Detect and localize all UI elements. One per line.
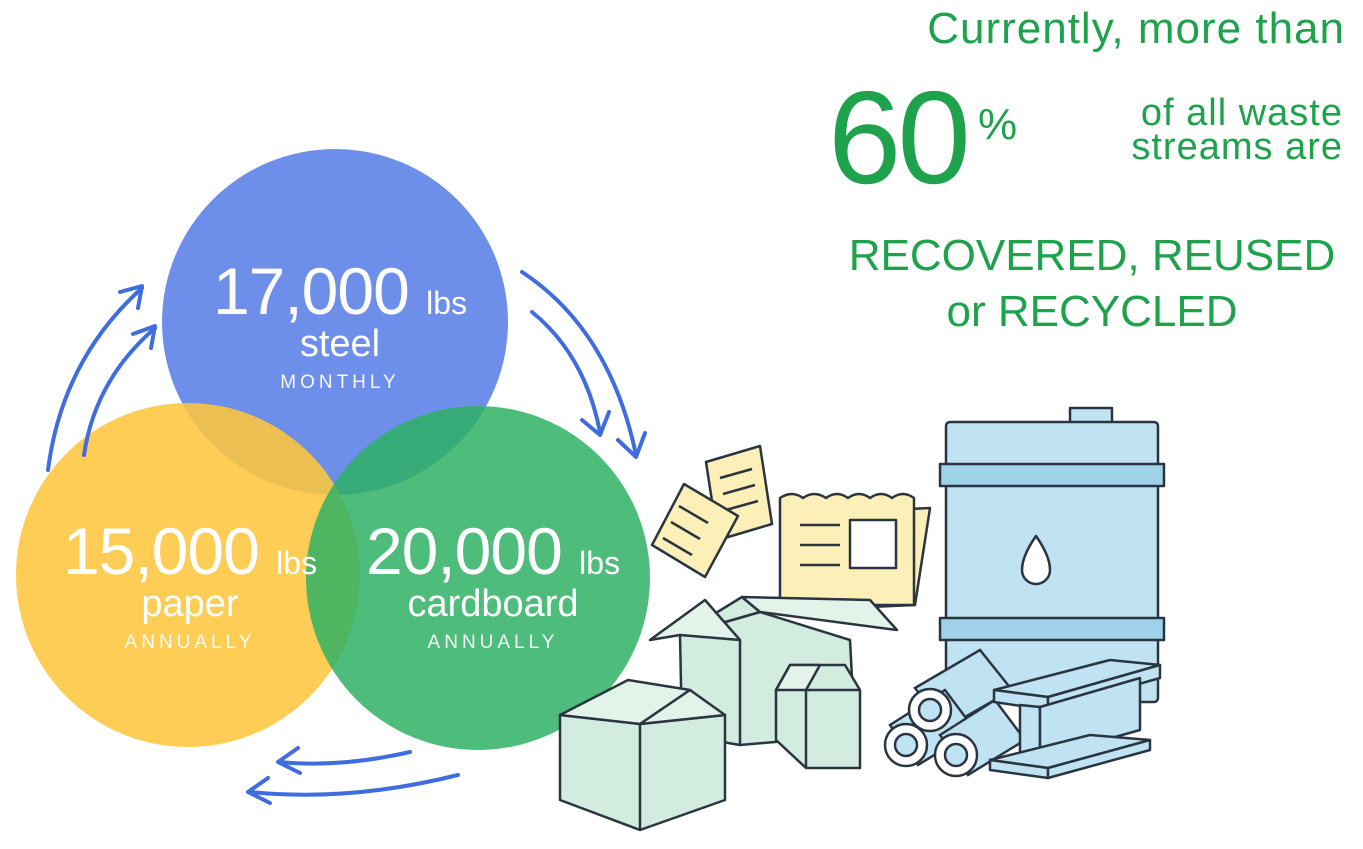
percent-sign: % — [978, 100, 1018, 149]
steel-pipe-icon — [883, 648, 1027, 778]
paper-amount-row: 15,000 lbs — [50, 518, 330, 584]
paper-amount: 15,000 — [62, 514, 260, 588]
cycle-arrow-icon — [46, 270, 647, 805]
steel-circle — [162, 149, 508, 495]
percent-text-line2: streams are — [1131, 126, 1343, 168]
newspaper-icon — [778, 492, 932, 610]
headline-closing: RECOVERED, REUSED or RECYCLED — [826, 228, 1358, 340]
percent-text-line1: of all waste — [1140, 92, 1343, 134]
paper-unit: lbs — [276, 545, 318, 581]
milk-carton-icon — [774, 663, 862, 770]
cardboard-unit: lbs — [579, 545, 621, 581]
steel-unit: lbs — [426, 285, 468, 321]
cardboard-amount-row: 20,000 lbs — [348, 518, 638, 584]
paper-period: ANNUALLY — [124, 631, 256, 653]
paper-circle — [16, 403, 360, 747]
steel-amount-row: 17,000 lbs — [195, 258, 485, 324]
closing-line2: or RECYCLED — [946, 287, 1238, 336]
steel-material: steel — [299, 323, 381, 365]
steel-amount: 17,000 — [212, 254, 410, 328]
paper-material: paper — [141, 583, 239, 625]
headline-intro: Currently, more than — [927, 4, 1345, 53]
cardboard-box-icon — [558, 678, 727, 832]
paper-stat: 15,000 lbs paper ANNUALLY — [50, 518, 330, 654]
steel-beam-icon — [988, 658, 1162, 780]
cardboard-circle — [306, 406, 650, 750]
cardboard-amount: 20,000 — [365, 514, 563, 588]
paper-sheet-icon — [650, 444, 774, 579]
cardboard-stat: 20,000 lbs cardboard ANNUALLY — [348, 518, 638, 654]
oil-drop-icon — [1020, 534, 1052, 586]
percent-description: of all waste streams are — [1131, 92, 1343, 168]
steel-period: MONTHLY — [280, 371, 400, 393]
cardboard-period: ANNUALLY — [427, 631, 559, 653]
closing-line1: RECOVERED, REUSED — [848, 231, 1336, 280]
cardboard-material: cardboard — [407, 583, 579, 625]
venn-diagram — [16, 149, 650, 750]
steel-stat: 17,000 lbs steel MONTHLY — [195, 258, 485, 394]
percent-value: 60 — [828, 64, 971, 211]
